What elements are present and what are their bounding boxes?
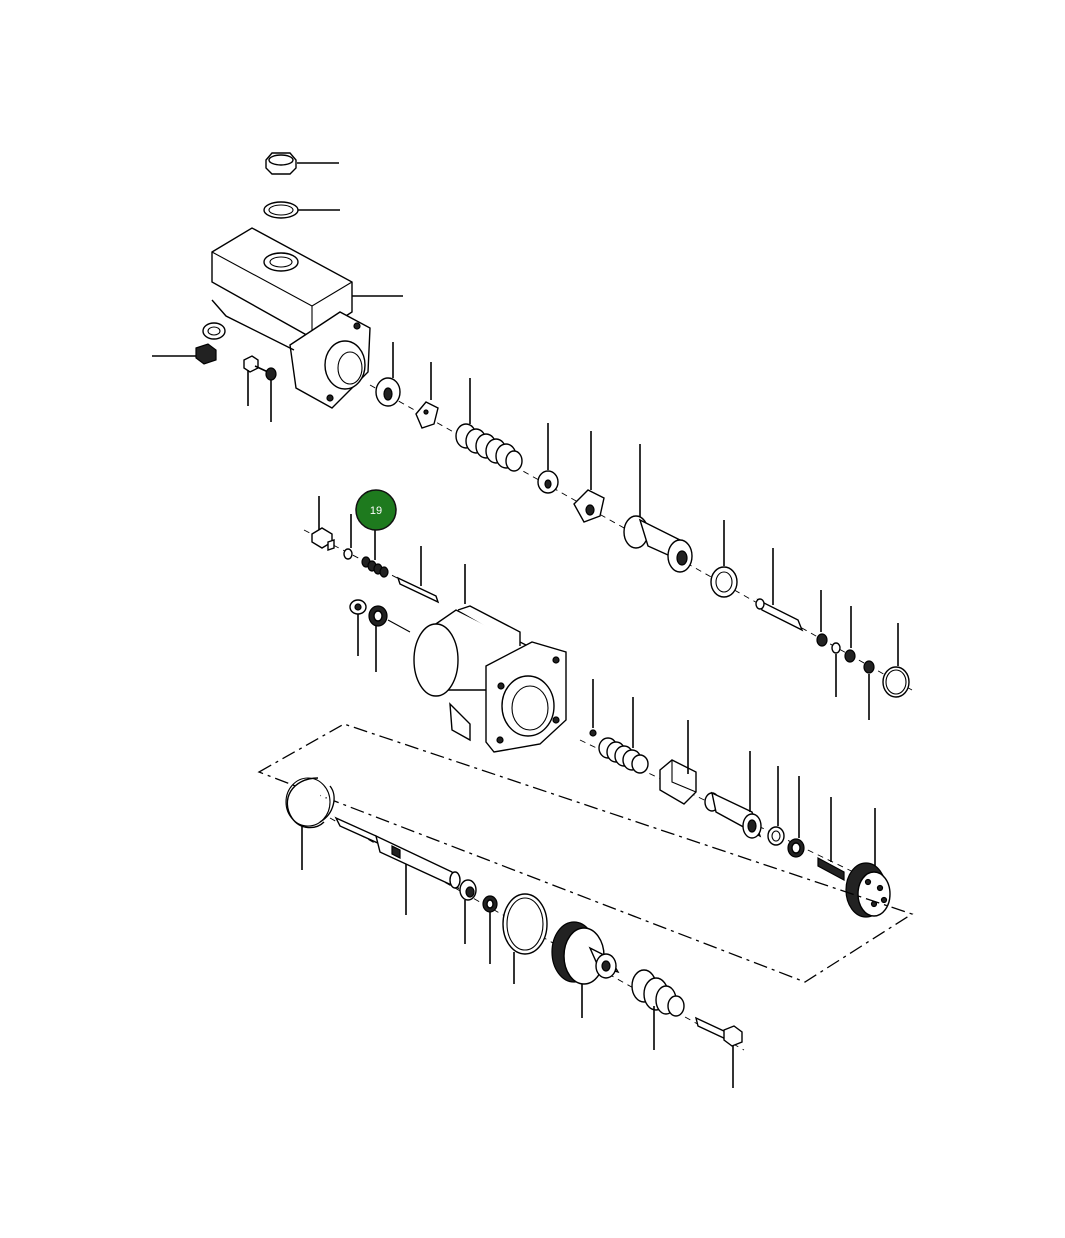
push-rod-short[interactable] — [755, 548, 804, 632]
end-plug-gear[interactable] — [845, 808, 891, 918]
valve-stem[interactable] — [396, 546, 440, 604]
piston-seal-lower[interactable] — [787, 776, 805, 858]
nut-b[interactable] — [844, 606, 856, 663]
port-washer[interactable] — [202, 322, 226, 340]
cup-seal[interactable] — [375, 342, 401, 407]
callout-badge-19[interactable]: 19 — [355, 489, 397, 531]
seal-ring-upper[interactable] — [710, 520, 738, 598]
shaft-bushing[interactable] — [459, 879, 477, 944]
mount-bolt[interactable] — [243, 355, 269, 406]
gear-hub[interactable] — [551, 921, 620, 1018]
bleeder-screw[interactable] — [311, 496, 335, 551]
cap-seal-ring[interactable] — [263, 201, 340, 219]
nut-a[interactable] — [816, 590, 828, 647]
valve-spring-small[interactable] — [361, 523, 389, 578]
rubber-boot[interactable] — [631, 969, 685, 1050]
stem-washer[interactable] — [349, 599, 367, 656]
spring-seat-cup[interactable] — [659, 720, 697, 805]
check-valve-disc[interactable] — [537, 423, 559, 494]
large-o-ring[interactable] — [502, 893, 548, 984]
stem-seal[interactable] — [368, 605, 411, 672]
snap-ring-upper[interactable] — [882, 623, 910, 698]
secondary-spring[interactable] — [598, 697, 649, 774]
lock-washer-small[interactable] — [265, 367, 277, 422]
plunger-shaft[interactable] — [334, 816, 461, 915]
secondary-piston[interactable] — [704, 751, 762, 839]
washer-a[interactable] — [831, 642, 841, 697]
filler-cap[interactable] — [265, 152, 339, 175]
piston-o-ring[interactable] — [767, 766, 785, 846]
piston-cup[interactable] — [573, 431, 605, 523]
nut-c[interactable] — [863, 660, 875, 720]
valve-body-housing[interactable] — [413, 564, 567, 753]
retaining-snap-ring[interactable] — [285, 777, 335, 870]
assembly-boundary — [257, 723, 914, 983]
reservoir-housing[interactable] — [211, 227, 403, 409]
adjusting-bolt[interactable] — [694, 1016, 743, 1088]
spring-retainer[interactable] — [415, 362, 439, 429]
ball-check[interactable] — [589, 679, 597, 737]
small-o-ring[interactable] — [343, 514, 353, 560]
callout-label: 19 — [370, 505, 382, 517]
shaft-seal[interactable] — [482, 895, 498, 964]
threaded-stud[interactable] — [817, 797, 845, 882]
primary-return-spring[interactable] — [455, 378, 523, 472]
primary-piston[interactable] — [623, 444, 693, 573]
bleed-plug[interactable] — [152, 343, 217, 365]
